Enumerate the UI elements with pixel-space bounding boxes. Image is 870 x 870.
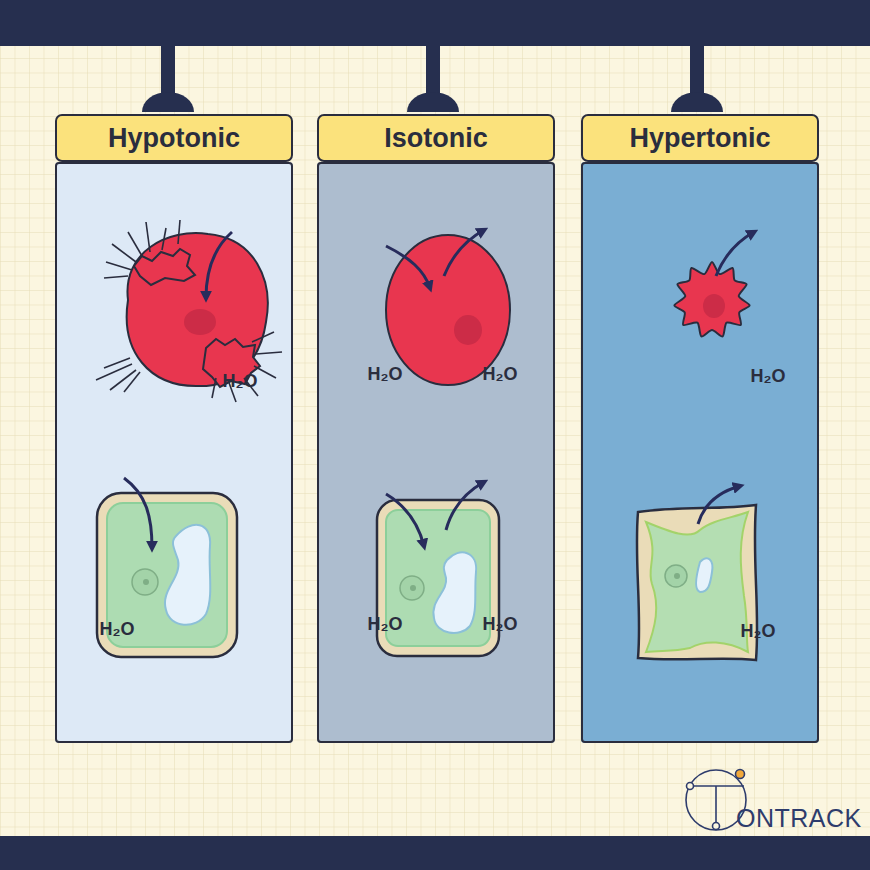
tonicity-panel: IsotonicH₂OH₂OH₂OH₂O [317, 162, 555, 743]
water-label: H₂O [368, 365, 403, 383]
water-arrows [716, 232, 754, 276]
burst-red-cell [134, 249, 195, 285]
burst-red-cell [162, 228, 166, 250]
shrunken-red-cell [674, 262, 749, 337]
turgid-plant-cell [97, 493, 237, 657]
plasmolysed-plant-cell [696, 558, 712, 592]
burst-red-cell [184, 309, 216, 335]
hangers [671, 92, 723, 112]
normal-plant-cell [410, 585, 416, 591]
plasmolysed-plant-cell [674, 573, 680, 579]
burst-red-cell [256, 352, 282, 354]
bottom-bar [0, 836, 870, 870]
turgid-plant-cell [143, 579, 149, 585]
panel-ground [317, 162, 555, 743]
burst-red-cell [127, 233, 268, 386]
logo-mark [713, 823, 720, 830]
water-arrows [444, 230, 484, 276]
water-arrows [386, 246, 430, 288]
water-arrows [124, 230, 754, 548]
hangers [407, 92, 459, 112]
burst-red-cell [96, 220, 282, 402]
normal-red-cell [454, 315, 482, 345]
normal-plant-cell [400, 576, 424, 600]
burst-red-cell [178, 220, 180, 244]
normal-plant-cell [433, 552, 476, 633]
water-label: H₂O [483, 615, 518, 633]
panel-heading: Hypotonic [55, 114, 293, 162]
burst-red-cell [146, 222, 150, 252]
water-arrows [446, 482, 484, 530]
tonicity-panel: HypotonicH₂OH₂O [55, 162, 293, 743]
hangers [426, 44, 440, 96]
normal-red-cell [386, 235, 510, 385]
burst-red-cell [104, 276, 128, 278]
turgid-plant-cell [97, 493, 237, 657]
burst-red-cell [252, 332, 274, 342]
panel-heading: Isotonic [317, 114, 555, 162]
logo-mark [690, 785, 744, 787]
burst-red-cell [212, 378, 216, 398]
water-label: H₂O [751, 367, 786, 385]
hangers [142, 44, 723, 112]
water-label: H₂O [368, 615, 403, 633]
hangers [142, 92, 194, 112]
plasmolysed-plant-cell [637, 505, 757, 660]
plasmolysed-plant-cell [646, 512, 748, 652]
turgid-plant-cell [132, 569, 158, 595]
water-label: H₂O [741, 622, 776, 640]
panel-ground [581, 162, 819, 743]
water-arrows [698, 486, 740, 524]
burst-red-cell [106, 262, 132, 270]
watermark: ONTRACK [736, 806, 862, 831]
normal-red-cell [386, 235, 510, 385]
panel-ground [55, 162, 293, 743]
water-arrows [206, 232, 232, 298]
burst-red-cell [112, 244, 136, 262]
logo-mark [736, 770, 745, 779]
shrunken-red-cell [674, 262, 749, 337]
burst-red-cell [96, 220, 282, 402]
water-arrows [386, 494, 424, 546]
water-label: H₂O [223, 372, 258, 390]
hangers [690, 44, 704, 96]
burst-red-cell [128, 232, 142, 256]
burst-red-cell [124, 372, 140, 392]
burst-red-cell [110, 370, 136, 390]
logo-mark [715, 786, 717, 826]
water-arrows [124, 478, 152, 548]
hangers [161, 44, 175, 96]
water-label: H₂O [483, 365, 518, 383]
shrunken-red-cell [703, 294, 725, 318]
water-label: H₂O [100, 620, 135, 638]
tonicity-panel: HypertonicH₂OH₂O [581, 162, 819, 743]
top-bar [0, 0, 870, 46]
plasmolysed-plant-cell [637, 505, 757, 660]
turgid-plant-cell [165, 525, 210, 625]
panel-heading: Hypertonic [581, 114, 819, 162]
plasmolysed-plant-cell [665, 565, 687, 587]
logo-mark [687, 783, 694, 790]
